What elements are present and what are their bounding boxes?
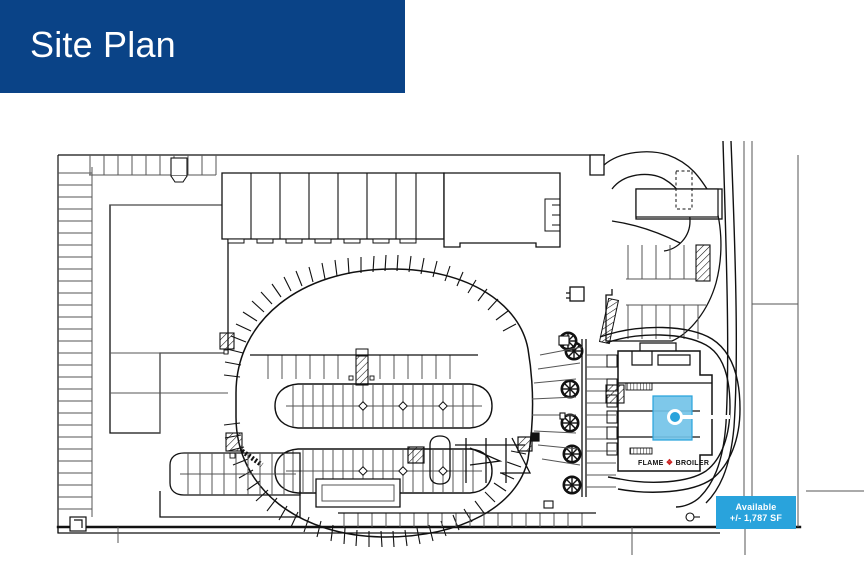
- tenant-name-part2: BROILER: [675, 460, 710, 467]
- inline-north-storefront-notches: [227, 238, 417, 244]
- parking-row-inner-top: [274, 383, 493, 429]
- inline-northeast-detail: [544, 198, 561, 232]
- pad-drivethru-building: [635, 188, 719, 218]
- site-plan-drawing: FLAME ❖ BROILER Available +/- 1,787 SF: [0, 93, 864, 588]
- pad-drivethru-dashes: [675, 170, 693, 210]
- building-pad-south-inner: [321, 484, 395, 502]
- parking-field-south-stalls: [180, 453, 296, 495]
- parking-row-inner-bottom: [274, 448, 493, 494]
- parking-oval-island: [235, 268, 534, 538]
- parking-stalls-center-north: [250, 354, 478, 379]
- drive-loop-east: [599, 326, 741, 493]
- street-right-of-way: [117, 141, 864, 555]
- trash-enclosure-north: [170, 157, 188, 183]
- building-pad-northeast: [566, 154, 605, 302]
- building-anchor-west-walls: [110, 204, 228, 433]
- header-banner: Site Plan: [0, 0, 405, 93]
- available-space-callout[interactable]: Available +/- 1,787 SF: [716, 496, 796, 529]
- page-title: Site Plan: [30, 24, 176, 65]
- parking-field-south: [159, 452, 301, 518]
- parking-stalls-south-row: [338, 512, 596, 527]
- misc-site-symbols: [543, 335, 700, 522]
- parking-oval-stall-ticks: [223, 254, 527, 548]
- building-east-loading-hatch: [605, 384, 625, 404]
- ada-hatch-west: [219, 332, 235, 355]
- site-plan-svg: [56, 140, 864, 555]
- parking-islands-mid-south: [429, 435, 532, 485]
- parking-row-inner-bottom-stalls: [286, 450, 482, 492]
- tenant-name-part1: FLAME: [638, 460, 664, 467]
- building-east-service-bays: [606, 354, 618, 456]
- curb-ramp-hatch-ne: [598, 297, 620, 345]
- building-inline-north: [221, 172, 445, 240]
- callout-availability-label: Available: [735, 502, 777, 513]
- misc-structures: [407, 432, 540, 464]
- crosswalk-hatch-north: [348, 348, 375, 386]
- parking-stalls-west: [58, 167, 93, 517]
- planter-strip-east: [581, 339, 587, 497]
- inline-north-demising-walls: [250, 173, 417, 239]
- building-anchor-west: [109, 204, 229, 434]
- flame-icon: ❖: [665, 458, 674, 467]
- building-east-entry-walk: [625, 382, 653, 455]
- tenant-label-flame-broiler: FLAME ❖ BROILER: [638, 458, 709, 467]
- parking-row-inner-top-stalls: [286, 385, 482, 427]
- building-pad-south: [315, 478, 401, 508]
- parking-stalls-north: [89, 155, 217, 176]
- corner-marker-southwest: [69, 516, 87, 532]
- callout-square-footage: +/- 1,787 SF: [729, 512, 783, 523]
- hatched-island-ne: [695, 244, 711, 282]
- parking-stalls-northeast: [626, 245, 696, 280]
- building-inline-northeast: [443, 172, 561, 248]
- callout-connector: [667, 409, 730, 425]
- parking-stalls-northeast-lower: [626, 304, 706, 339]
